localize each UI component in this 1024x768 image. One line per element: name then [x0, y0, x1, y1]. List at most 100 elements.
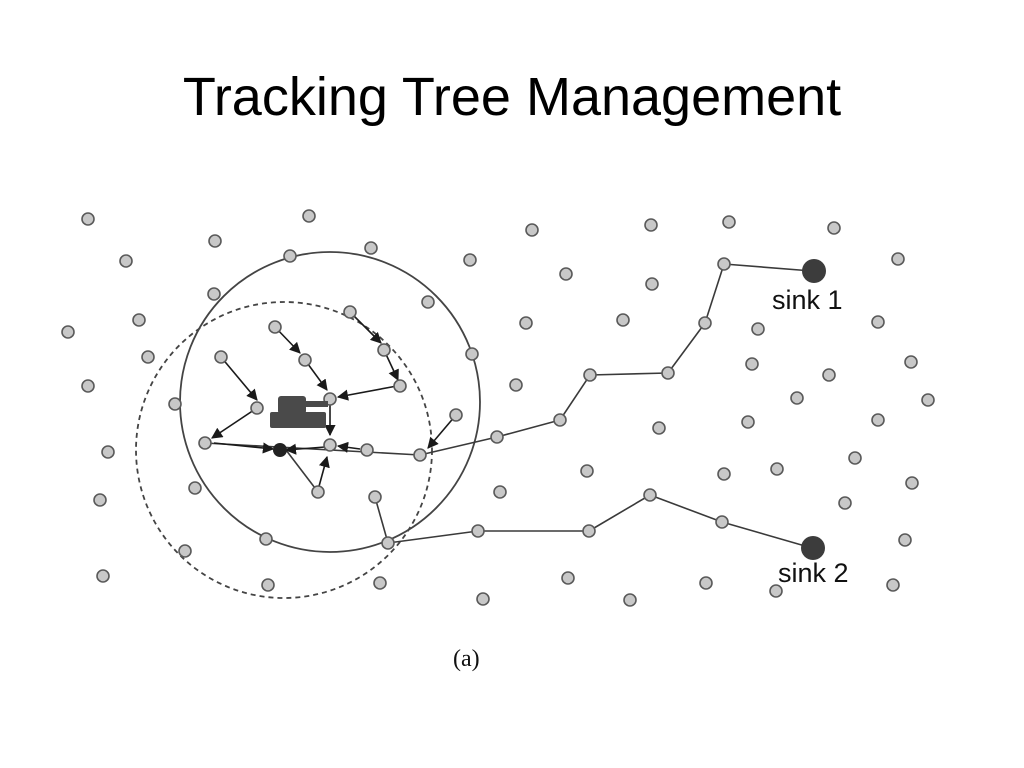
sensor-node — [871, 413, 885, 427]
route-edge — [588, 494, 651, 532]
sensor-node — [96, 569, 110, 583]
sensor-node — [904, 355, 918, 369]
sensor-node — [368, 490, 382, 504]
sensor-node — [525, 223, 539, 237]
tree-arrow — [427, 414, 457, 449]
sensor-node — [769, 584, 783, 598]
sensor-node — [81, 212, 95, 226]
figure-caption: (a) — [453, 646, 480, 672]
sensor-node — [250, 401, 264, 415]
sensor-node — [553, 413, 567, 427]
target-barrel — [306, 401, 328, 407]
tree-arrow — [211, 407, 258, 439]
sensor-node — [471, 524, 485, 538]
sensor-node — [838, 496, 852, 510]
sensor-node — [132, 313, 146, 327]
sink-2-node — [801, 536, 825, 560]
route-edge — [496, 419, 561, 438]
sensor-node — [377, 343, 391, 357]
route-edge — [559, 374, 591, 421]
sensor-node — [364, 241, 378, 255]
sensor-node — [891, 252, 905, 266]
target-turret — [278, 396, 306, 414]
sensor-node — [616, 313, 630, 327]
route-edge — [649, 494, 723, 523]
tree-arrow — [336, 441, 361, 453]
route-edge — [589, 372, 669, 376]
sensor-node — [393, 379, 407, 393]
sink-1-label: sink 1 — [772, 285, 843, 315]
sensor-node — [582, 524, 596, 538]
sensor-node — [476, 592, 490, 606]
sensor-node — [463, 253, 477, 267]
sensor-node — [745, 357, 759, 371]
sensor-node — [822, 368, 836, 382]
sensor-node — [259, 532, 273, 546]
sensor-node — [645, 277, 659, 291]
sensor-node — [751, 322, 765, 336]
route-edge — [419, 436, 498, 456]
tree-arrow — [220, 356, 258, 401]
sensor-node — [698, 316, 712, 330]
sensor-node — [465, 347, 479, 361]
sensor-node — [509, 378, 523, 392]
sensor-node — [583, 368, 597, 382]
sensor-node — [449, 408, 463, 422]
sensor-node — [827, 221, 841, 235]
route-edge — [723, 263, 813, 272]
sensor-node — [871, 315, 885, 329]
sensor-node — [717, 467, 731, 481]
sensor-node — [699, 576, 713, 590]
sensor-node — [722, 215, 736, 229]
tracked-target — [270, 396, 328, 428]
route-edge — [721, 521, 813, 549]
sensor-node — [208, 234, 222, 248]
sensor-node — [381, 536, 395, 550]
sensor-node — [898, 533, 912, 547]
sensor-node — [559, 267, 573, 281]
sensor-node — [93, 493, 107, 507]
sensor-node — [741, 415, 755, 429]
slide-title: Tracking Tree Management — [182, 67, 842, 127]
sensor-node — [623, 593, 637, 607]
tree-root-node — [273, 443, 287, 457]
sensor-node — [644, 218, 658, 232]
sensor-node — [886, 578, 900, 592]
route-edge — [374, 496, 389, 544]
sensor-node — [268, 320, 282, 334]
tree-arrow — [284, 443, 326, 455]
sensor-node — [580, 464, 594, 478]
tree-edge — [285, 449, 319, 493]
sensor-node — [61, 325, 75, 339]
sensor-node — [715, 515, 729, 529]
sensor-node — [360, 443, 374, 457]
sensor-node — [298, 353, 312, 367]
sensor-node — [101, 445, 115, 459]
sensor-node — [717, 257, 731, 271]
route-edge — [704, 263, 725, 324]
tree-arrow — [213, 442, 275, 454]
sensor-node — [790, 391, 804, 405]
sensor-node — [261, 578, 275, 592]
sensor-node — [905, 476, 919, 490]
route-edge — [667, 322, 706, 374]
sensor-node — [283, 249, 297, 263]
sensor-node — [302, 209, 316, 223]
sensor-node — [323, 438, 337, 452]
sensor-node — [490, 430, 504, 444]
sensor-node — [421, 295, 435, 309]
tree-arrow — [317, 455, 330, 491]
sensor-node — [661, 366, 675, 380]
sensor-node — [178, 544, 192, 558]
sensor-node — [207, 287, 221, 301]
sensor-node — [519, 316, 533, 330]
sink-2-label: sink 2 — [778, 558, 849, 588]
sensor-nodes — [61, 209, 935, 607]
sensor-node — [168, 397, 182, 411]
previous-monitoring-region — [135, 301, 433, 599]
sensor-node — [119, 254, 133, 268]
sensor-node — [770, 462, 784, 476]
route-edge — [387, 530, 479, 544]
sensor-node — [373, 576, 387, 590]
